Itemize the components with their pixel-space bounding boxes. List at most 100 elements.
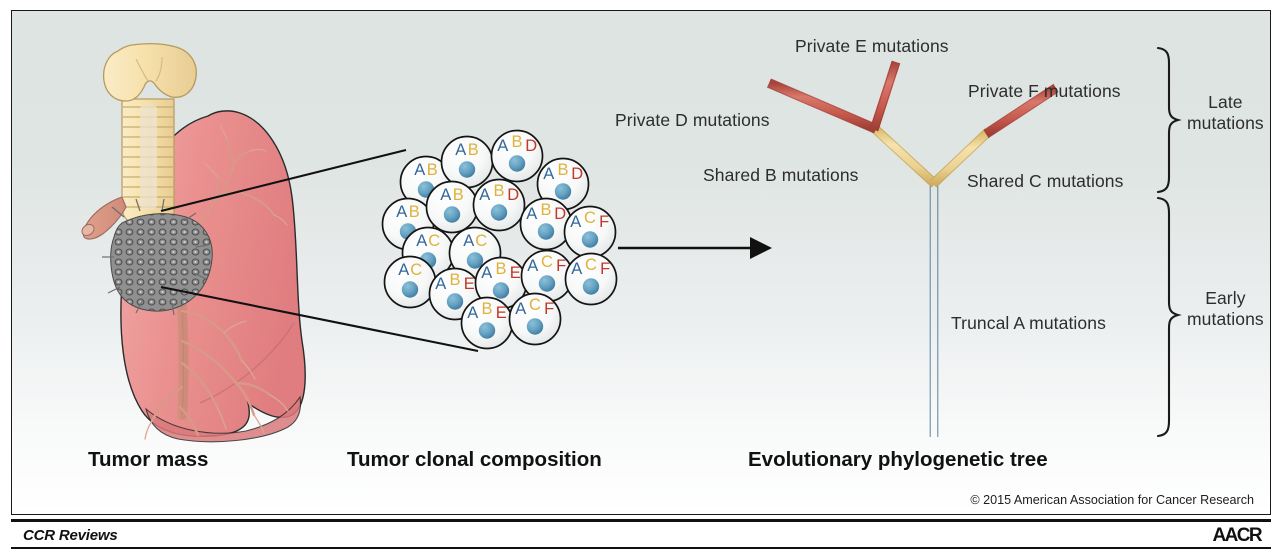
- cell-nucleus: [526, 318, 544, 335]
- cell-nucleus: [401, 281, 419, 298]
- aacr-logo: AACR: [1212, 525, 1263, 546]
- cell-nucleus: [581, 231, 599, 248]
- cell-mutation-letter-b: B: [409, 203, 420, 221]
- label-early-mutations: Early mutations: [1187, 288, 1264, 329]
- tree-branch-shared-C: [929, 128, 992, 188]
- late-mutations-line1: Late: [1208, 92, 1243, 112]
- cell-nucleus: [490, 204, 508, 221]
- cell-mutation-letter-c: C: [410, 261, 422, 279]
- bronchial-tree-upper-fine: [204, 124, 288, 226]
- cell-mutation-letter-a: A: [414, 161, 425, 179]
- caption-tumor-clonal-composition: Tumor clonal composition: [347, 448, 602, 471]
- connector-line-top: [160, 148, 407, 213]
- cell-mutation-letter-c: C: [529, 296, 541, 314]
- larynx: [102, 43, 197, 102]
- cell-mutation-letter-d: D: [525, 137, 537, 155]
- cell-mutation-letter-f: F: [556, 257, 566, 275]
- cell-mutation-letter-c: C: [584, 209, 596, 227]
- cell-mutation-letter-b: B: [557, 161, 568, 179]
- footer-bar: CCR Reviews AACR: [11, 519, 1271, 549]
- lung-lower-lobe: [145, 395, 302, 443]
- cell-mutation-letter-d: D: [571, 165, 583, 183]
- cell-mutation-letter-c: C: [585, 256, 597, 274]
- label-private-f-mutations: Private F mutations: [968, 81, 1121, 101]
- cell-nucleus: [446, 293, 464, 310]
- label-private-e-mutations: Private E mutations: [795, 36, 949, 56]
- tree-branch-private-E: [869, 60, 901, 132]
- phylogenetic-tree: [766, 60, 1059, 437]
- tree-branch-private-F: [983, 83, 1059, 139]
- cell-mutation-letter-c: C: [541, 253, 553, 271]
- cell-mutation-letter-c: C: [475, 232, 487, 250]
- connector-lines: [160, 148, 479, 353]
- cell-nucleus: [443, 206, 461, 223]
- cell-mutation-letter-b: B: [540, 201, 551, 219]
- bracket-early-mutations: [1156, 196, 1182, 438]
- early-mutations-line1: Early: [1205, 288, 1246, 308]
- cell-mutation-letter-b: B: [493, 182, 504, 200]
- caption-tumor-mass: Tumor mass: [88, 448, 209, 471]
- cell-mutation-letter-a: A: [571, 260, 582, 278]
- cell-mutation-letter-b: B: [495, 260, 506, 278]
- tumor-mass: [110, 213, 213, 312]
- bronchial-tree-lower: [150, 309, 272, 437]
- cell-mutation-letter-e: E: [496, 304, 507, 322]
- cell-mutation-letter-b: B: [449, 271, 460, 289]
- lung-anatomy-illustration: [81, 43, 306, 443]
- cell-mutation-letter-f: F: [600, 260, 610, 278]
- copyright-notice: © 2015 American Association for Cancer R…: [970, 493, 1254, 507]
- tree-branch-shared-B: [869, 123, 939, 188]
- cell-nucleus: [458, 161, 476, 178]
- illustration-svg: ABABABDABDABABABDABDACFACACACABEABEACFAC…: [81, 43, 1182, 443]
- lung-fissure: [199, 322, 295, 404]
- cell-mutation-letter-a: A: [570, 213, 581, 231]
- cell-mutation-letter-b: B: [453, 186, 464, 204]
- transition-arrow: [618, 237, 772, 259]
- cell-mutation-letter-a: A: [515, 300, 526, 318]
- cell-mutation-letter-a: A: [526, 205, 537, 223]
- cell-mutation-letter-b: B: [511, 133, 522, 151]
- label-private-d-mutations: Private D mutations: [615, 110, 770, 130]
- cell-mutation-letter-b: B: [427, 161, 438, 179]
- cell-mutation-letter-a: A: [467, 304, 478, 322]
- cell-nucleus: [478, 322, 496, 339]
- cell-mutation-letter-d: D: [507, 186, 519, 204]
- cell-mutation-letter-a: A: [435, 275, 446, 293]
- larynx-notch: [135, 58, 149, 82]
- late-mutations-line2: mutations: [1187, 112, 1264, 133]
- cell-mutation-letter-a: A: [416, 232, 427, 250]
- cell-mutation-letter-b: B: [468, 141, 479, 159]
- label-late-mutations: Late mutations: [1187, 92, 1264, 133]
- cell-mutation-letter-b: B: [481, 300, 492, 318]
- cell-mutation-letter-a: A: [455, 141, 466, 159]
- cell-nucleus: [492, 282, 510, 299]
- cell-nucleus: [466, 252, 484, 269]
- tumor-spiculations: [102, 198, 209, 316]
- cell-mutation-letter-e: E: [464, 275, 475, 293]
- cell-mutation-letter-c: C: [428, 232, 440, 250]
- label-shared-c-mutations: Shared C mutations: [967, 171, 1124, 191]
- connector-line-bottom: [160, 285, 479, 353]
- cell-nucleus: [508, 155, 526, 172]
- cell-mutation-letter-a: A: [479, 186, 490, 204]
- cell-mutation-letter-e: E: [510, 264, 521, 282]
- cell-mutation-letter-f: F: [599, 213, 609, 231]
- cell-nucleus: [554, 183, 572, 200]
- early-mutations-line2: mutations: [1187, 308, 1264, 329]
- mutation-brackets: [1156, 46, 1182, 438]
- cell-nucleus: [582, 278, 600, 295]
- cell-mutation-letter-a: A: [497, 137, 508, 155]
